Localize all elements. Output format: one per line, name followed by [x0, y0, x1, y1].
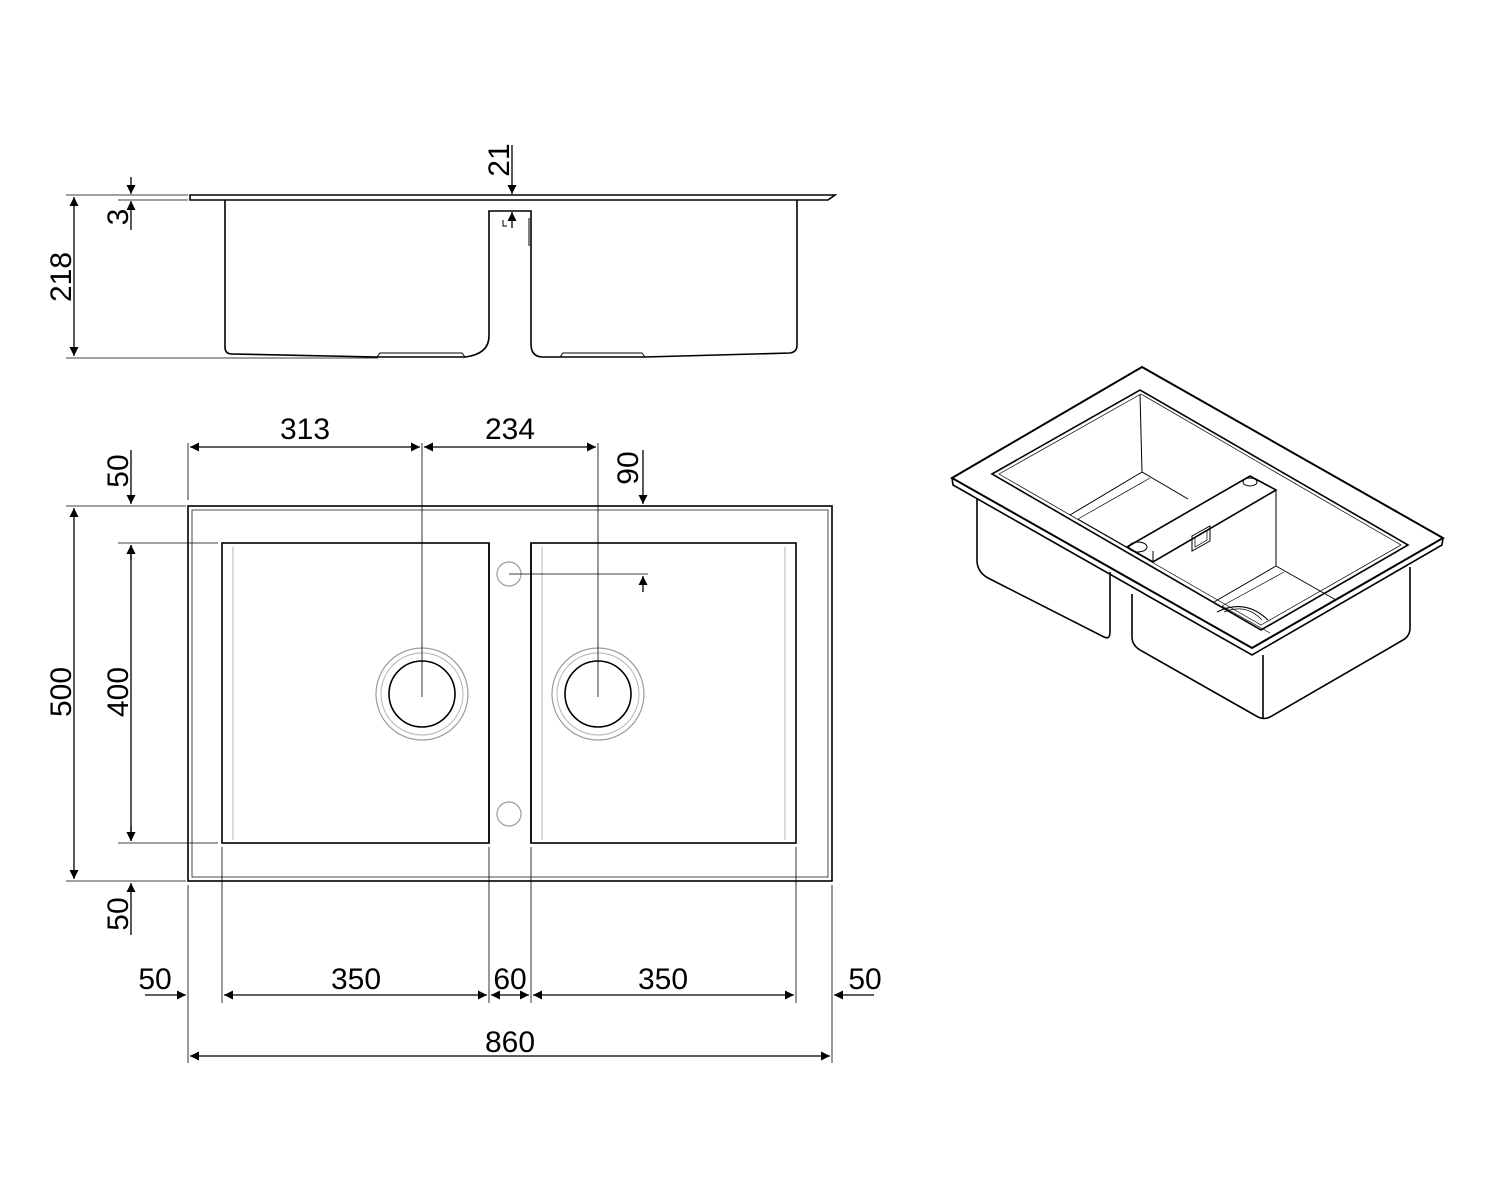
isometric-view — [949, 365, 1446, 720]
dim-divider-width: 60 — [493, 963, 526, 996]
side-divider-detail — [502, 220, 507, 227]
side-view-dimensions: 218 3 21 — [45, 143, 517, 359]
dim-bowl-left-width: 350 — [331, 963, 381, 996]
dim-overall-width: 860 — [485, 1026, 535, 1059]
iso-tap-hole-back — [1242, 477, 1258, 487]
tap-hole-bottom — [496, 801, 522, 827]
side-drain-right — [559, 352, 646, 358]
top-view — [187, 505, 833, 882]
dim-bowl-right-width: 350 — [638, 963, 688, 996]
side-bowls-outline — [224, 200, 798, 358]
dim-bottom-margin: 50 — [102, 897, 135, 930]
dim-divider-depth: 21 — [483, 143, 516, 176]
iso-opening — [990, 389, 1410, 631]
dim-right-margin: 50 — [848, 963, 881, 996]
right-bowl-outline — [530, 542, 797, 844]
iso-overflow — [1191, 525, 1211, 552]
top-outer-outline — [187, 505, 833, 882]
iso-divider — [1125, 475, 1278, 563]
side-drain-left — [376, 352, 466, 358]
dim-drain-spacing: 234 — [485, 413, 535, 446]
dim-flange-thickness: 3 — [102, 209, 135, 226]
top-view-dimensions: 313 234 90 500 50 400 50 50 350 60 350 5… — [45, 413, 882, 1063]
dim-top-margin: 50 — [102, 454, 135, 487]
dim-tap-hole-offset: 90 — [612, 451, 645, 484]
side-flange — [189, 194, 838, 201]
left-bowl-outline — [221, 542, 490, 844]
iso-drain — [1216, 606, 1269, 621]
side-view — [189, 194, 838, 358]
dim-total-height: 218 — [45, 252, 78, 302]
dim-left-margin: 50 — [138, 963, 171, 996]
iso-tap-hole-front — [1128, 541, 1148, 553]
dim-overall-depth: 500 — [45, 667, 78, 717]
iso-flange-top — [949, 365, 1446, 650]
dim-drain1-offset: 313 — [280, 413, 330, 446]
dim-bowl-depth: 400 — [102, 667, 135, 717]
